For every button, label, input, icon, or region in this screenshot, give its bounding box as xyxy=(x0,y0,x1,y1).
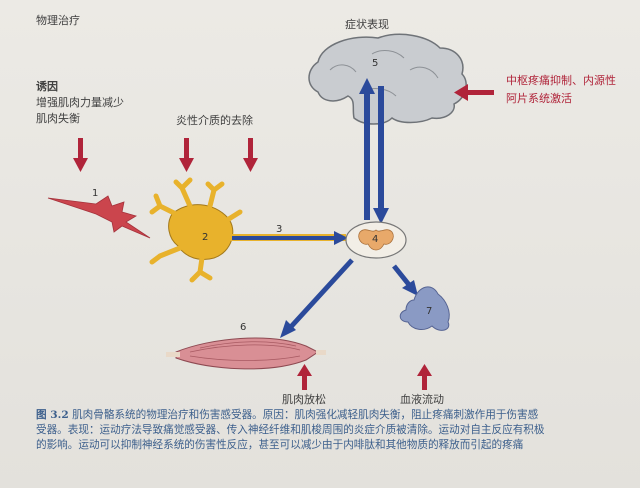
caption-line-2: 受器。表现：运动疗法导致痛觉感受器、传入神经纤维和肌梭周围的炎症介质被清除。运动… xyxy=(36,424,545,436)
cause-line-1: 增强肌肉力量减少 xyxy=(36,96,124,109)
symptom-title: 症状表现 xyxy=(345,18,389,31)
number-1: 1 xyxy=(92,188,99,199)
brain-folds xyxy=(329,50,439,97)
red-arrow-central xyxy=(454,84,494,101)
caption-line-1: 原因：肌肉强化减轻肌肉失衡，阻止疼痛刺激作用于伤害感 xyxy=(262,409,539,421)
red-arrow-cause xyxy=(73,138,88,172)
red-arrow-inflammation-2 xyxy=(243,138,258,172)
red-arrow-inflammation-1 xyxy=(179,138,194,172)
organ-autonomic xyxy=(399,286,450,331)
spinal-cord-section xyxy=(345,221,407,259)
blue-arrow-to-organ xyxy=(392,264,418,296)
caption-label: 图 3.2 xyxy=(36,409,69,421)
number-4: 4 xyxy=(372,234,379,245)
brain-shape xyxy=(308,33,467,125)
inflammatory-label: 炎性介质的去除 xyxy=(176,114,253,127)
muscle-relax-label: 肌肉放松 xyxy=(282,393,326,406)
cause-line-2: 肌肉失衡 xyxy=(36,112,80,125)
blue-arrow-down xyxy=(373,86,389,224)
section-header: 物理治疗 xyxy=(36,14,80,27)
neuron-nociceptor xyxy=(149,177,346,283)
blue-arrow-up xyxy=(359,78,375,220)
number-6: 6 xyxy=(240,322,247,333)
blood-flow-label: 血液流动 xyxy=(400,393,444,406)
figure-caption: 图 3.2 肌肉骨骼系统的物理治疗和伤害感受器。原因：肌肉强化减轻肌肉失衡，阻止… xyxy=(36,408,636,453)
red-arrow-blood-flow xyxy=(417,364,432,390)
muscle-spindle xyxy=(166,337,326,370)
blue-arrow-to-muscle xyxy=(280,258,354,338)
pain-stimulus-spike xyxy=(47,195,151,239)
central-line-1: 中枢疼痛抑制、内源性 xyxy=(506,74,616,87)
number-3: 3 xyxy=(276,224,283,235)
number-7: 7 xyxy=(426,306,433,317)
red-arrow-muscle-relax xyxy=(297,364,312,390)
caption-title: 肌肉骨骼系统的物理治疗和伤害感受器。 xyxy=(72,409,263,421)
central-line-2: 阿片系统激活 xyxy=(506,92,572,105)
caption-line-3: 的影响。运动可以抑制神经系统的伤害性反应，甚至可以减少由于内啡肽和其他物质的释放… xyxy=(36,439,524,451)
cause-label: 诱因 xyxy=(36,80,58,93)
number-2: 2 xyxy=(202,232,209,243)
number-5: 5 xyxy=(372,58,379,69)
blue-arrow-axon xyxy=(232,231,348,245)
